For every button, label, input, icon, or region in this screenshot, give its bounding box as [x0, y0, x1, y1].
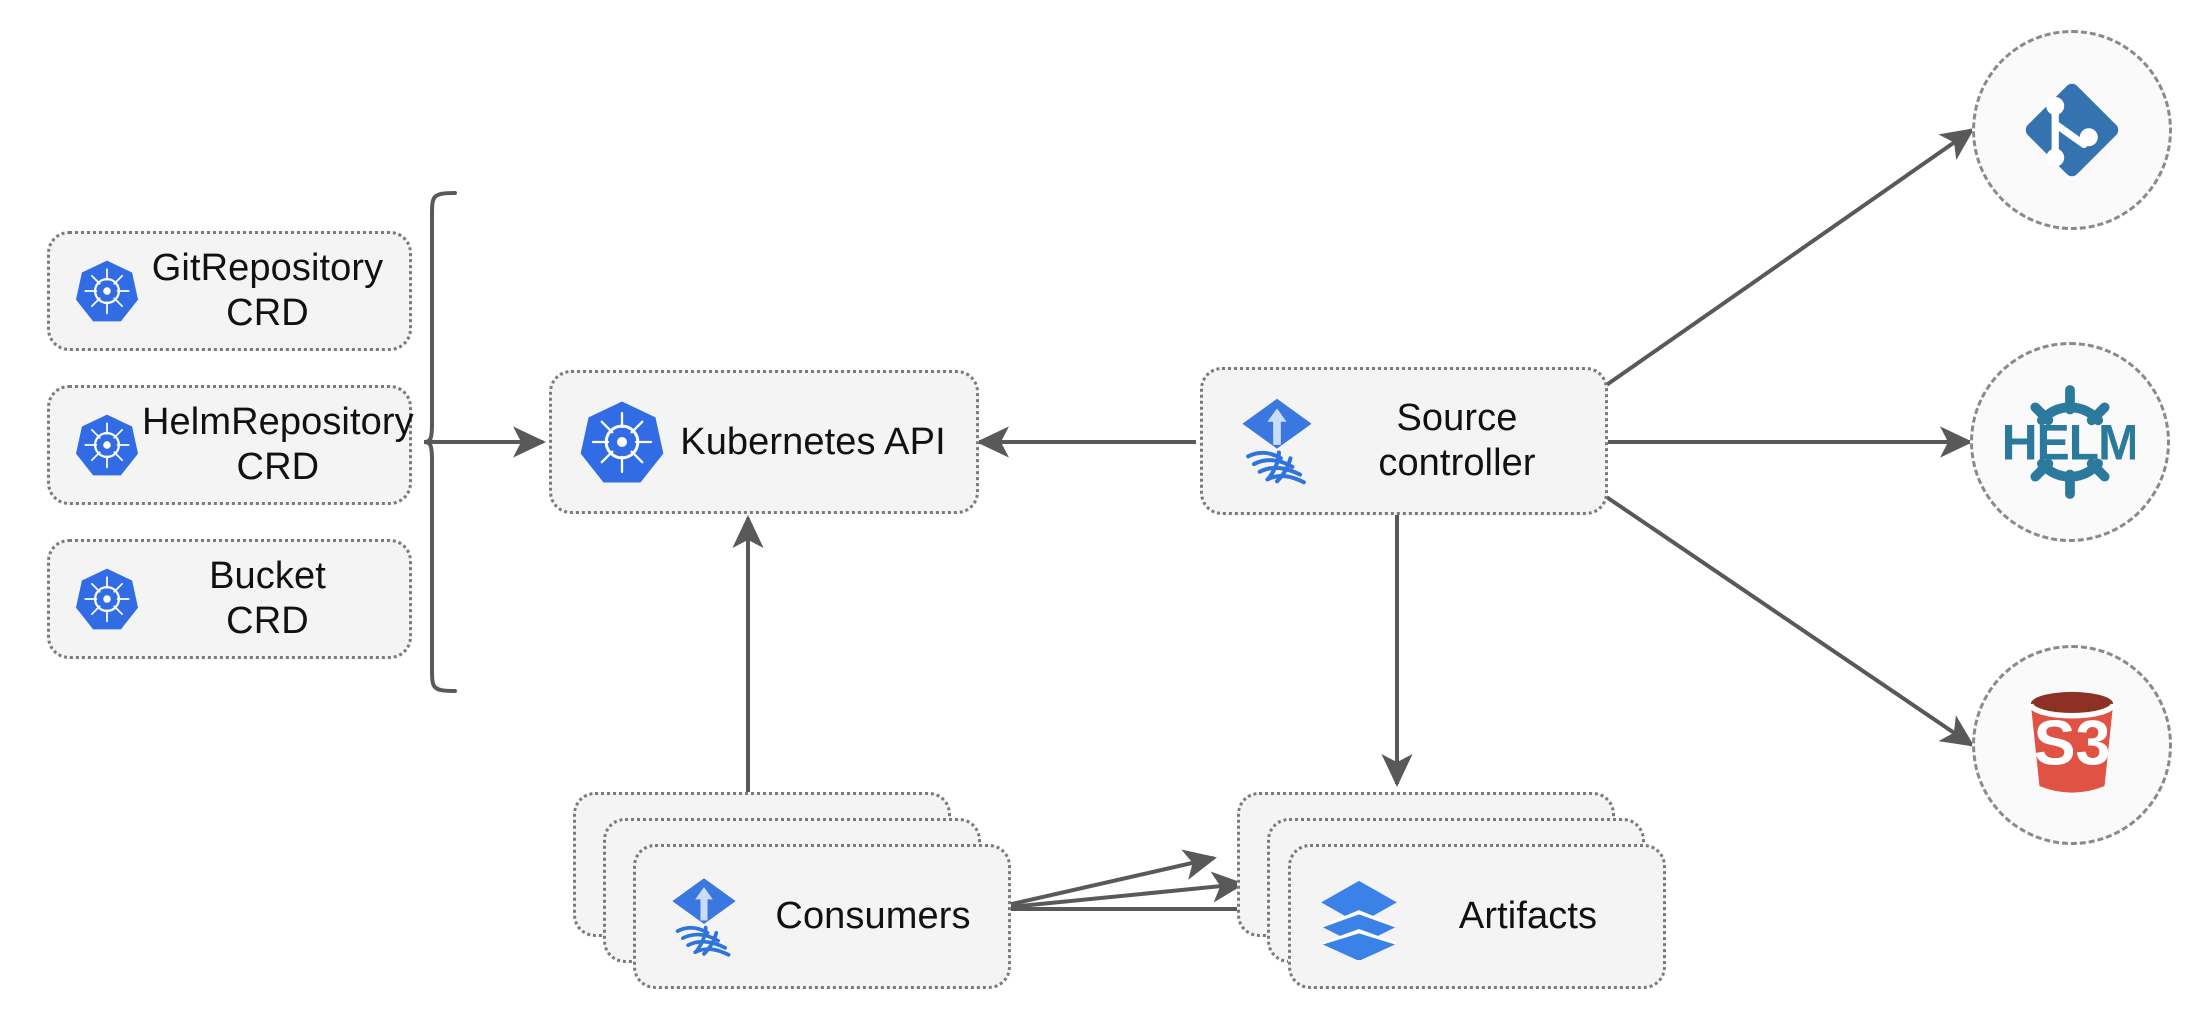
- git-icon: [2025, 83, 2119, 177]
- crd-group-brace: [423, 191, 457, 693]
- card-label: Consumers: [775, 895, 971, 938]
- card-label: Source controller: [1378, 397, 1536, 484]
- card-gitrepository-crd[interactable]: GitRepository CRD: [47, 231, 412, 351]
- kubernetes-icon: [72, 566, 142, 632]
- card-label: GitRepository CRD: [151, 247, 384, 334]
- card-bucket-crd[interactable]: Bucket CRD: [47, 539, 412, 659]
- s3-bucket-icon: S3: [2028, 691, 2116, 793]
- circle-helm-source[interactable]: HELM: [1970, 342, 2170, 542]
- card-label: Kubernetes API: [680, 420, 946, 463]
- s3-label: S3: [2034, 709, 2111, 779]
- circle-s3-source[interactable]: S3: [1972, 645, 2172, 845]
- card-consumers[interactable]: Consumers: [633, 844, 1011, 989]
- card-kubernetes-api[interactable]: Kubernetes API: [549, 370, 979, 514]
- kubernetes-icon: [576, 398, 668, 486]
- card-source-controller[interactable]: Source controller: [1200, 367, 1608, 515]
- card-label: Artifacts: [1458, 895, 1598, 938]
- edge-consumers-to-artifacts-1: [989, 849, 1217, 911]
- helm-label: HELM: [2005, 414, 2135, 470]
- kubernetes-icon: [72, 412, 142, 478]
- edge-source-to-git: [1603, 128, 1975, 388]
- flux-icon: [658, 873, 750, 961]
- flux-icon: [1227, 393, 1327, 489]
- helm-icon: HELM: [2005, 385, 2135, 499]
- kubernetes-icon: [72, 258, 142, 324]
- circle-git-source[interactable]: [1972, 30, 2172, 230]
- edge-source-to-s3: [1603, 494, 1975, 747]
- card-label: Bucket CRD: [209, 555, 326, 642]
- edge-consumers-to-artifacts-2: [989, 871, 1245, 911]
- card-label: HelmRepository CRD: [142, 401, 414, 488]
- card-helmrepository-crd[interactable]: HelmRepository CRD: [47, 385, 414, 505]
- card-artifacts[interactable]: Artifacts: [1288, 844, 1666, 989]
- layers-icon: [1313, 874, 1405, 960]
